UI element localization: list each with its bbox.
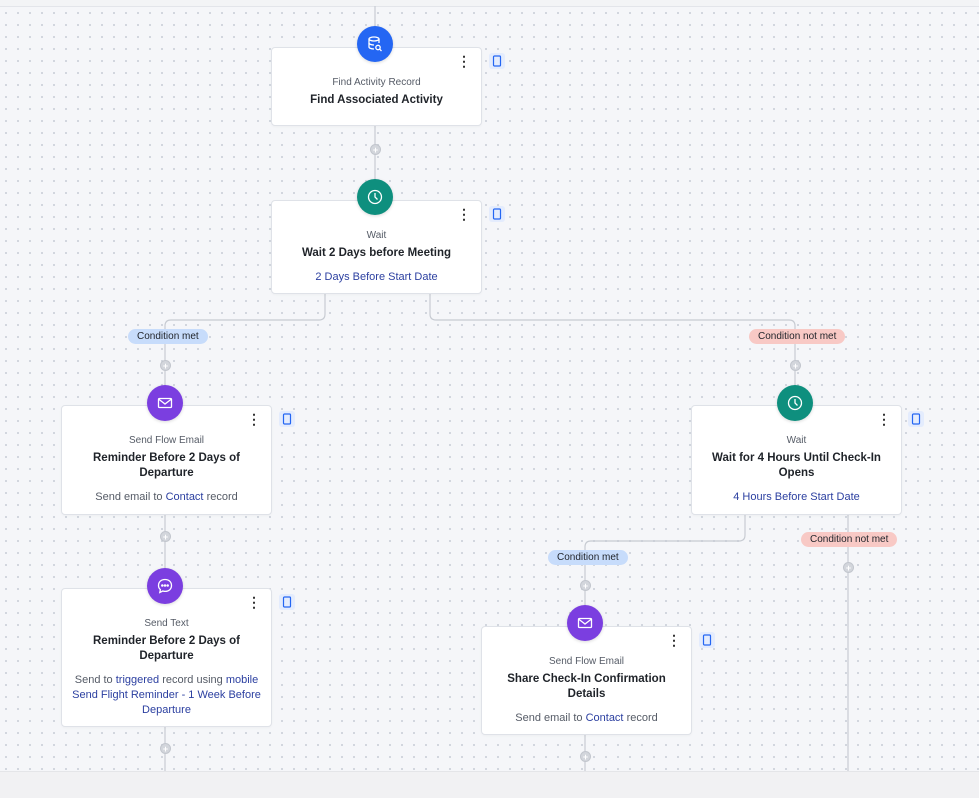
email-checkin-type: Send Flow Email [548, 656, 625, 667]
email-2-days-card[interactable]: ⋮ Send Flow Email Reminder Before 2 Days… [61, 405, 272, 515]
detail-suffix: record [206, 491, 238, 503]
wait-2-days-detail[interactable]: 2 Days Before Start Date [315, 271, 438, 283]
add-step-button[interactable]: + [160, 360, 171, 371]
wait-4-hours-type: Wait [786, 435, 807, 446]
email-2-days-title: Reminder Before 2 Days of Departure [93, 452, 240, 479]
add-step-button[interactable]: + [160, 743, 171, 754]
add-step-button[interactable]: + [843, 562, 854, 573]
text-2-days-type: Send Text [144, 618, 189, 629]
contact-link[interactable]: Contact [585, 712, 624, 724]
text-2-days-title: Reminder Before 2 Days of Departure [93, 635, 240, 662]
mail-icon [567, 605, 603, 641]
add-step-button[interactable]: + [790, 360, 801, 371]
add-step-button[interactable]: + [160, 531, 171, 542]
find-activity-menu-button[interactable]: ⋮ [457, 53, 471, 69]
condition-met-pill[interactable]: Condition met [128, 329, 208, 344]
condition-not-met-pill[interactable]: Condition not met [801, 532, 898, 547]
wait-2-days-title: Wait 2 Days before Meeting [301, 247, 452, 259]
condition-met-pill[interactable]: Condition met [548, 550, 628, 565]
text-2-days-note-icon[interactable] [279, 594, 295, 610]
email-checkin-note-icon[interactable] [699, 632, 715, 648]
email-2-days-type: Send Flow Email [128, 435, 205, 446]
email-checkin-title: Share Check-In Confirmation Details [507, 673, 666, 700]
email-2-days-note-icon[interactable] [279, 411, 295, 427]
text-2-days-card[interactable]: ⋮ Send Text Reminder Before 2 Days of De… [61, 588, 272, 727]
clock-icon [357, 179, 393, 215]
detail-prefix: Send email to [95, 491, 163, 503]
wait-4-hours-title: Wait for 4 Hours Until Check-In Opens [712, 452, 881, 479]
wait-2-days-card[interactable]: ⋮ Wait Wait 2 Days before Meeting 2 Days… [271, 200, 482, 294]
add-step-button[interactable]: + [370, 144, 381, 155]
detail-prefix: Send to [74, 674, 113, 686]
clock-icon [777, 385, 813, 421]
text-2-days-menu-button[interactable]: ⋮ [247, 594, 261, 610]
chat-icon [147, 568, 183, 604]
find-activity-type: Find Activity Record [332, 77, 421, 88]
wait-2-days-note-icon[interactable] [489, 206, 505, 222]
email-2-days-menu-button[interactable]: ⋮ [247, 411, 261, 427]
wait-2-days-menu-button[interactable]: ⋮ [457, 206, 471, 222]
find-activity-note-icon[interactable] [489, 53, 505, 69]
mobile-link[interactable]: mobile [225, 674, 259, 686]
text-2-days-detail: Send to triggered record using mobile Se… [62, 673, 271, 718]
wait-2-days-type: Wait [366, 230, 387, 241]
email-2-days-detail: Send email to Contact record [62, 490, 271, 505]
database-search-icon [357, 26, 393, 62]
condition-not-met-pill[interactable]: Condition not met [749, 329, 846, 344]
email-checkin-detail: Send email to Contact record [482, 711, 691, 726]
contact-link[interactable]: Contact [165, 491, 204, 503]
mail-icon [147, 385, 183, 421]
bottom-bar [0, 771, 979, 798]
email-checkin-menu-button[interactable]: ⋮ [667, 632, 681, 648]
email-checkin-card[interactable]: ⋮ Send Flow Email Share Check-In Confirm… [481, 626, 692, 735]
detail-prefix: Send email to [515, 712, 583, 724]
triggered-link[interactable]: triggered [115, 674, 160, 686]
wait-4-hours-note-icon[interactable] [908, 411, 924, 427]
detail-middle: record using [162, 674, 223, 686]
wait-4-hours-menu-button[interactable]: ⋮ [877, 411, 891, 427]
detail-suffix: record [626, 712, 658, 724]
template-link[interactable]: Send Flight Reminder - 1 Week Before Dep… [72, 689, 261, 716]
add-step-button[interactable]: + [580, 751, 591, 762]
add-step-button[interactable]: + [580, 580, 591, 591]
find-activity-title: Find Associated Activity [310, 94, 443, 106]
wait-4-hours-detail[interactable]: 4 Hours Before Start Date [733, 491, 860, 503]
wait-4-hours-card[interactable]: ⋮ Wait Wait for 4 Hours Until Check-In O… [691, 405, 902, 515]
